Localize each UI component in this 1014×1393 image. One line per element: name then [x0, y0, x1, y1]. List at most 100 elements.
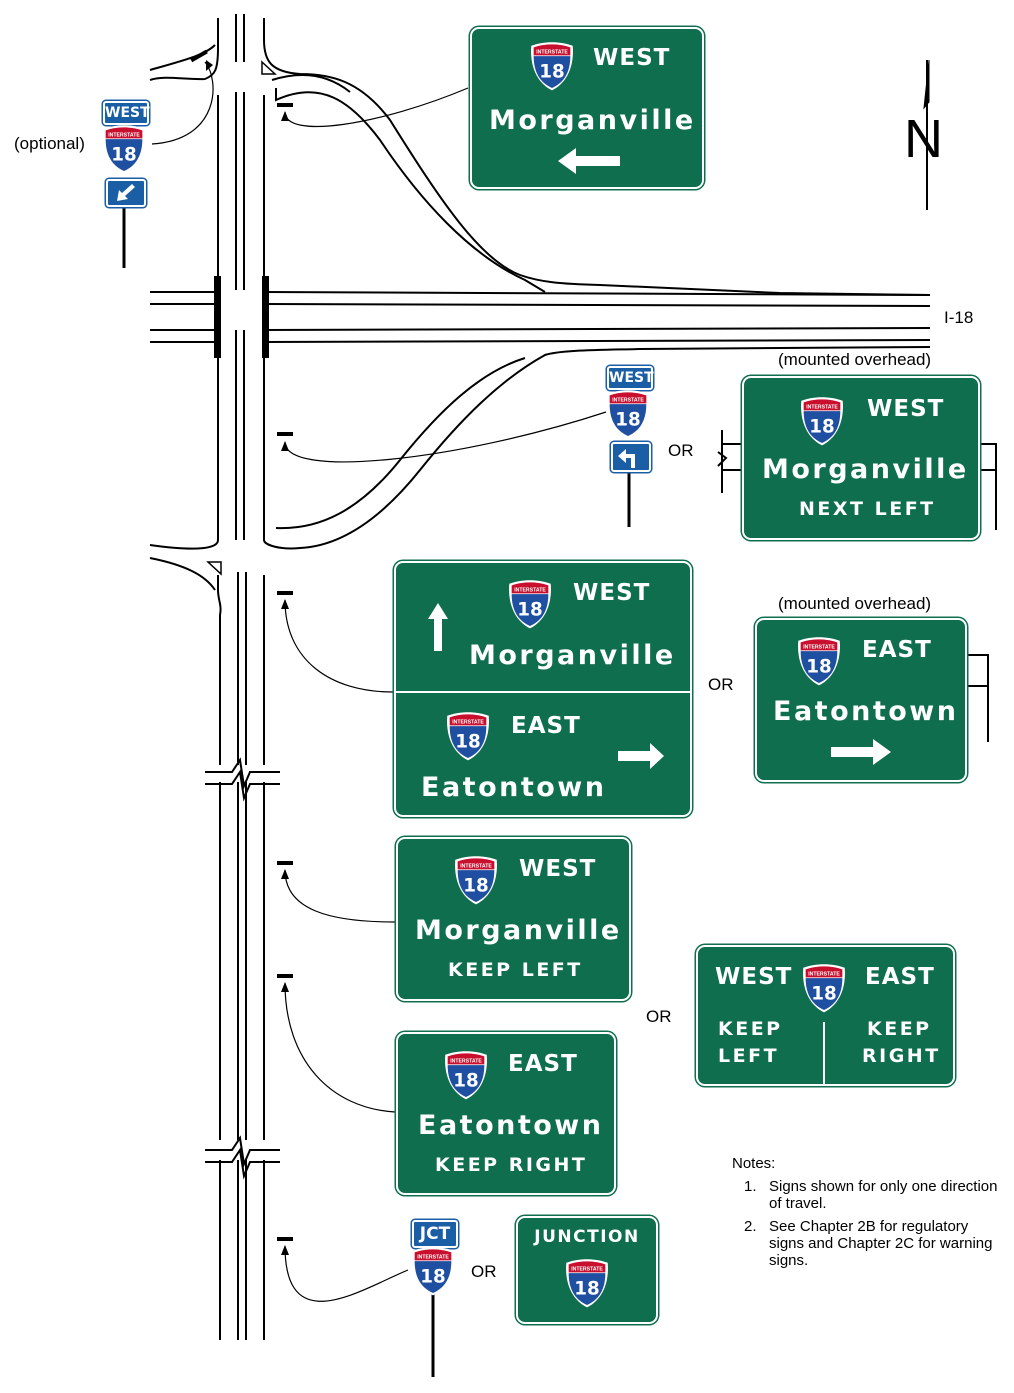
sign-destination: Eatontown [773, 696, 959, 727]
svg-text:INTERSTATE: INTERSTATE [108, 132, 140, 138]
sign-direction: WEST [519, 856, 597, 882]
ramp-northeast [275, 88, 546, 293]
sign-direction: WEST [867, 396, 945, 422]
mainline-left-edge [149, 18, 222, 1340]
sign-action: RIGHT [862, 1045, 941, 1067]
svg-text:18: 18 [463, 876, 488, 897]
guide-sign-west-morganville-keep-left: INTERSTATE 18 WEST Morganville KEEP LEFT [396, 837, 631, 1001]
guide-sign-junction: JUNCTION INTERSTATE 18 [516, 1216, 658, 1324]
ramp-northeast-inner [271, 74, 351, 93]
guide-sign-split-west-east: INTERSTATE 18 WEST Morganville INTERSTAT… [394, 561, 692, 817]
arrow-right-icon [831, 739, 891, 765]
gore-north [261, 60, 277, 75]
break-marks [205, 757, 280, 1180]
sign-action: KEEP [867, 1018, 932, 1040]
arrow-plaque-down-left [106, 179, 146, 207]
sign-location-symbols [190, 49, 293, 1241]
svg-text:18: 18 [517, 600, 542, 621]
sign-direction-right: EAST [865, 964, 935, 990]
svg-text:18: 18 [539, 62, 564, 83]
guide-sign-east-eatontown: INTERSTATE 18 EAST Eatontown [755, 618, 967, 782]
notes-title: Notes: [732, 1155, 776, 1172]
interstate-18-shield-icon: INTERSTATE 18 [528, 41, 576, 93]
cardinal-plaque-west: WEST [103, 101, 150, 125]
sign-destination: Morganville [489, 105, 696, 136]
sign-action: KEEP LEFT [448, 959, 583, 981]
sign-action: NEXT LEFT [799, 498, 936, 520]
svg-text:INTERSTATE: INTERSTATE [452, 719, 484, 725]
svg-text:18: 18 [615, 410, 640, 431]
guide-sign-keep-combo: WEST INTERSTATE 18 EAST KEEP LEFT KEEP R… [696, 945, 955, 1086]
note-number: 1. [744, 1178, 757, 1195]
svg-text:INTERSTATE: INTERSTATE [612, 397, 644, 403]
interstate-18-shield-icon: INTERSTATE 18 [100, 124, 148, 176]
sign-action: LEFT [718, 1045, 780, 1067]
svg-text:INTERSTATE: INTERSTATE [571, 1266, 603, 1272]
sign-action: KEEP RIGHT [435, 1154, 588, 1176]
overhead-supports [717, 430, 997, 742]
svg-text:18: 18 [809, 417, 834, 438]
mounted-overhead-label-2: (mounted overhead) [778, 594, 932, 613]
sign-direction: EAST [862, 637, 932, 663]
svg-text:18: 18 [453, 1071, 478, 1092]
north-label: N [904, 109, 943, 169]
or-label: OR [708, 675, 734, 694]
note-item: 2. See Chapter 2B for regulatory signs a… [732, 1218, 1002, 1269]
arrow-down-left-icon [117, 184, 135, 201]
sign-destination: Eatontown [418, 1110, 604, 1141]
interstate-18-shield-icon: INTERSTATE 18 [800, 963, 848, 1015]
interstate-18-shield-icon: INTERSTATE 18 [409, 1246, 457, 1298]
note-text: See Chapter 2B for regulatory signs and … [769, 1218, 993, 1269]
svg-text:18: 18 [811, 984, 836, 1005]
svg-text:INTERSTATE: INTERSTATE [536, 49, 568, 55]
interstate-18-shield-icon: INTERSTATE 18 [563, 1258, 611, 1310]
arrow-left-icon [558, 148, 620, 174]
sign-action: KEEP [718, 1018, 783, 1040]
leader-lines [151, 61, 607, 1302]
mounted-overhead-label-1: (mounted overhead) [778, 350, 932, 369]
optional-label: (optional) [14, 134, 85, 153]
turn-left-plaque [611, 442, 651, 472]
svg-text:INTERSTATE: INTERSTATE [417, 1254, 449, 1260]
sign-divider [396, 691, 690, 693]
north-arrow-icon [923, 59, 930, 210]
mainline-right-edge [263, 18, 931, 1340]
svg-text:18: 18 [420, 1267, 445, 1288]
median-lines [235, 14, 247, 1340]
notes: Notes: 1. Signs shown for only one direc… [732, 1155, 1002, 1269]
sign-destination: Morganville [415, 915, 622, 946]
or-label: OR [646, 1007, 672, 1026]
cross-road-lines [150, 291, 931, 343]
ramp-northwest [149, 44, 216, 71]
sign-direction: WEST [573, 580, 651, 606]
svg-text:18: 18 [806, 657, 831, 678]
or-label: OR [668, 441, 694, 460]
sign-destination: Morganville [469, 640, 676, 671]
turn-left-arrow-icon [618, 449, 635, 468]
note-number: 2. [744, 1218, 757, 1235]
svg-text:INTERSTATE: INTERSTATE [808, 971, 840, 977]
ramp-southwest [149, 557, 216, 591]
svg-text:18: 18 [455, 732, 480, 753]
gore-south [206, 561, 222, 576]
interstate-18-shield-icon: INTERSTATE 18 [444, 711, 492, 763]
sign-posts [122, 205, 631, 1377]
arrow-right-icon [618, 743, 664, 769]
ramp-southeast [275, 357, 526, 530]
or-label: OR [471, 1262, 497, 1281]
jct-plaque: JCT [412, 1220, 458, 1248]
interstate-18-shield-icon: INTERSTATE 18 [795, 636, 843, 688]
bridge-right [262, 276, 269, 358]
guide-sign-east-eatontown-keep-right: INTERSTATE 18 EAST Eatontown KEEP RIGHT [396, 1032, 616, 1195]
interstate-18-shield-icon: INTERSTATE 18 [442, 1050, 490, 1102]
svg-text:INTERSTATE: INTERSTATE [514, 587, 546, 593]
sign-junction-label: JUNCTION [534, 1227, 640, 1247]
svg-text:INTERSTATE: INTERSTATE [806, 404, 838, 410]
sign-destination: Morganville [762, 454, 969, 485]
svg-text:INTERSTATE: INTERSTATE [460, 863, 492, 869]
interstate-18-shield-icon: INTERSTATE 18 [604, 389, 652, 441]
svg-text:18: 18 [111, 145, 136, 166]
svg-text:18: 18 [574, 1279, 599, 1300]
sign-destination: Eatontown [421, 772, 607, 803]
